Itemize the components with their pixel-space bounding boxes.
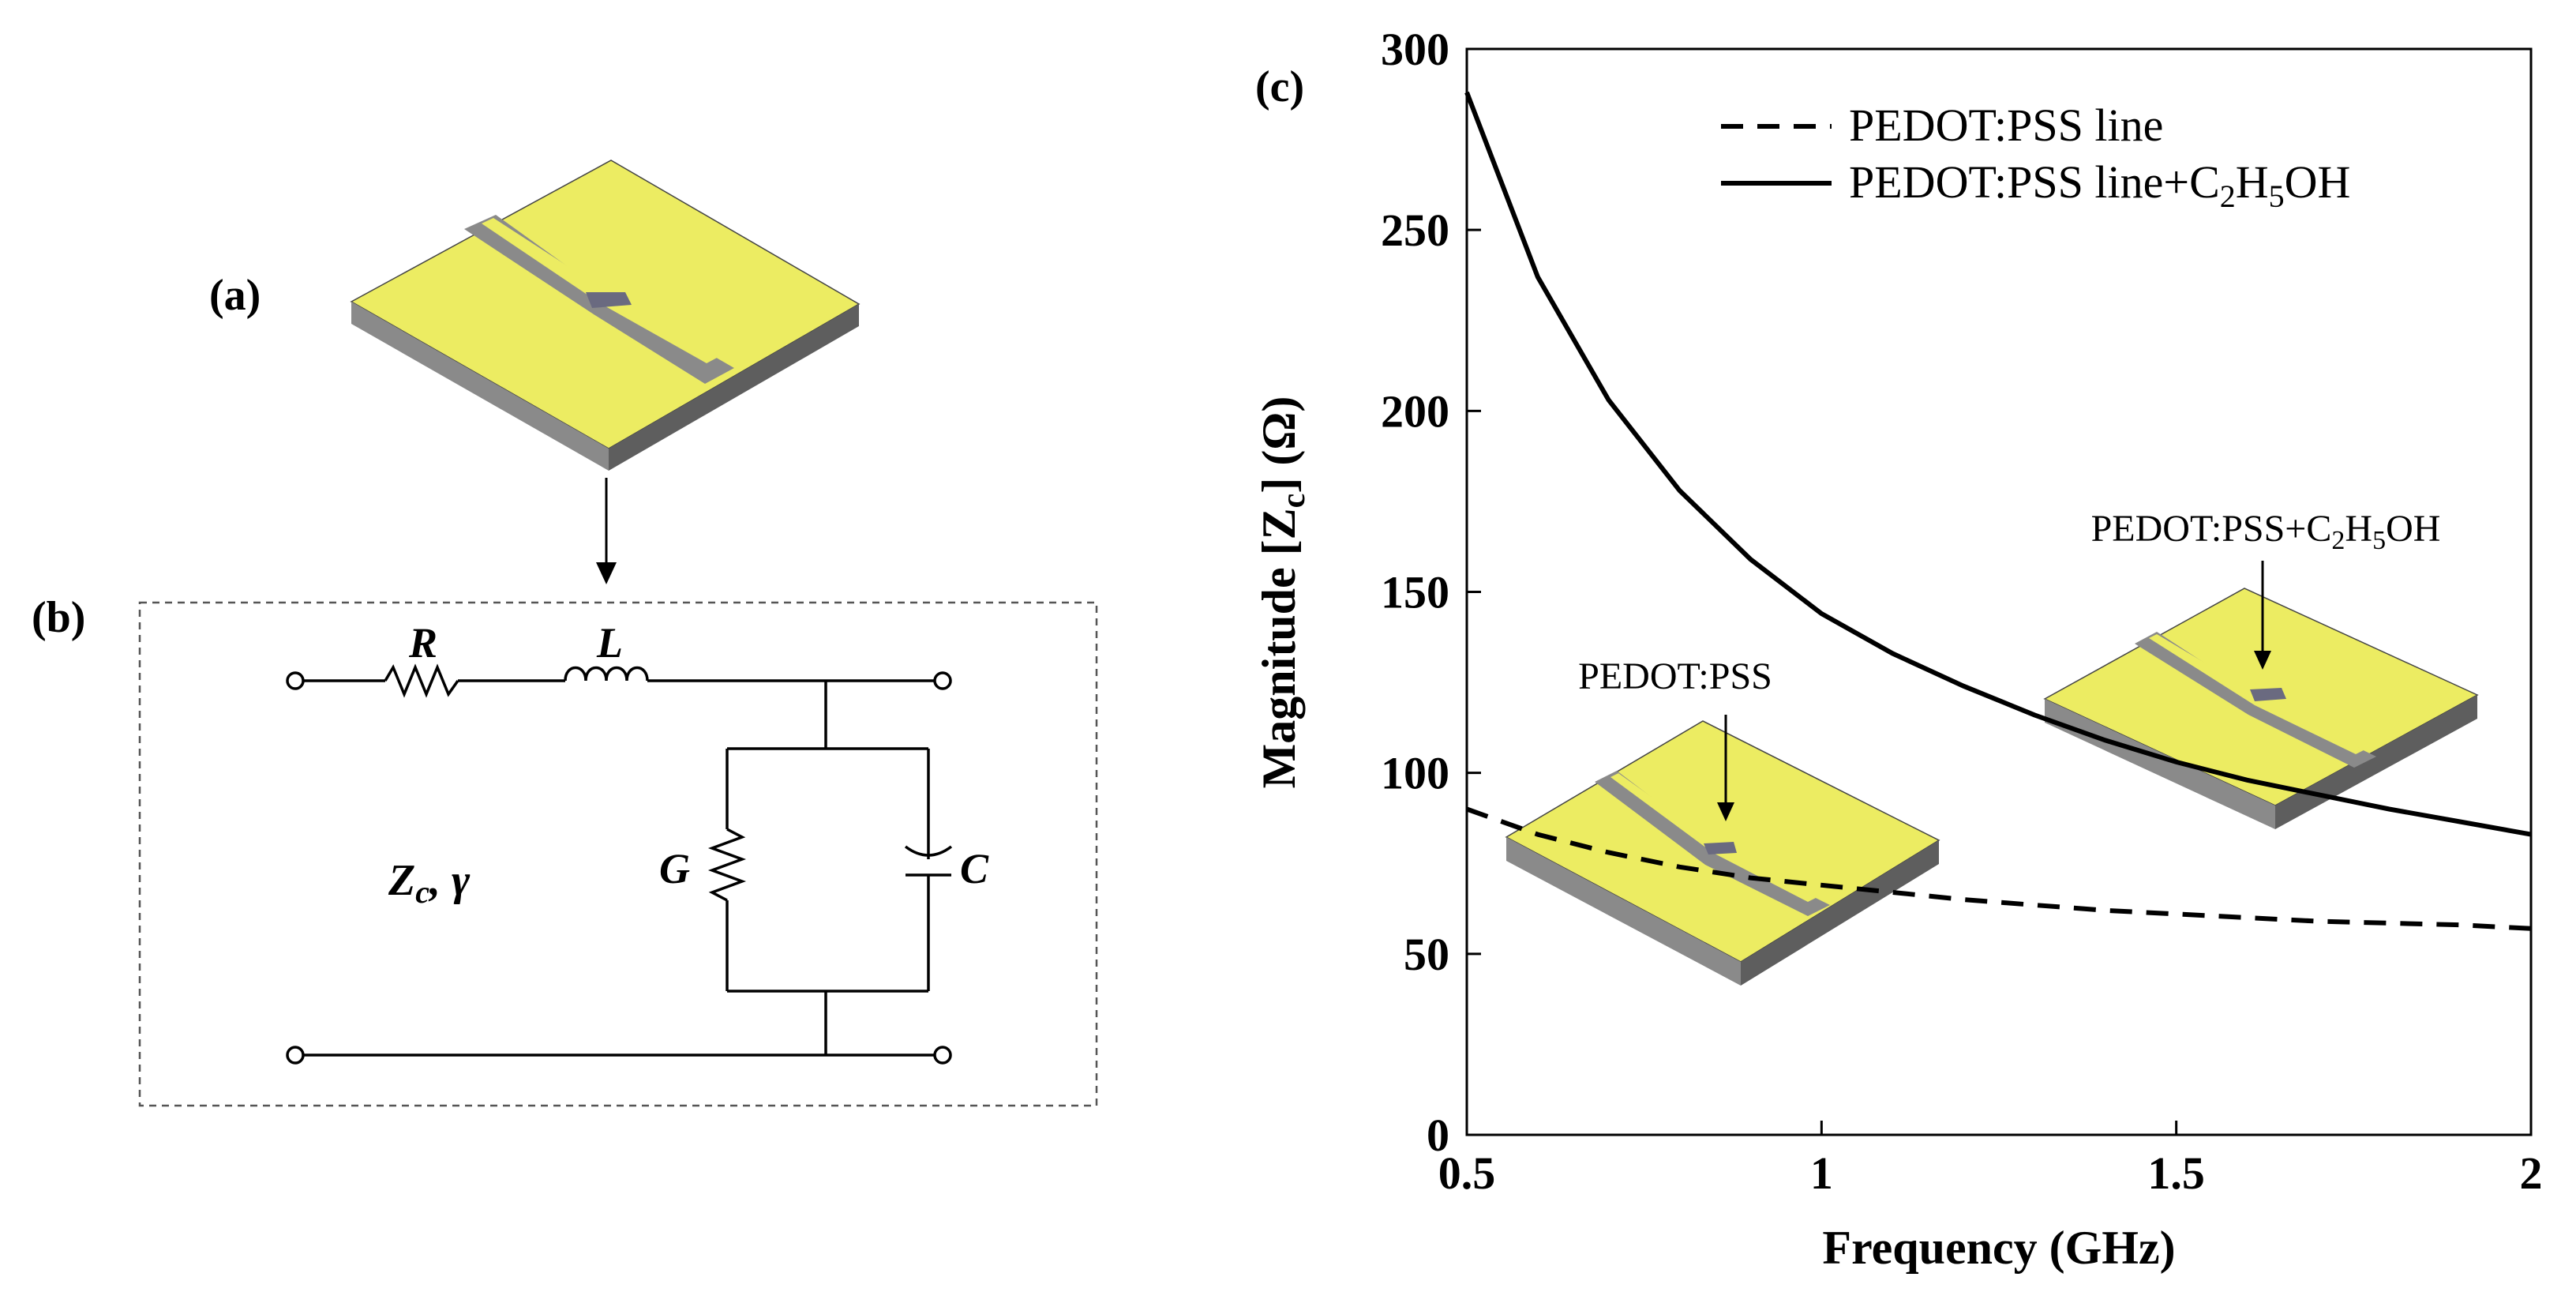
inset-arrow-pedot	[1717, 715, 1734, 821]
resistor-label: R	[408, 619, 437, 667]
x-tick-label: 1.5	[2147, 1147, 2205, 1199]
inset-arrow-ethanol	[2254, 561, 2271, 670]
plot-frame	[1465, 47, 2533, 1136]
pedot-patch	[586, 292, 632, 308]
legend-label-solid: PEDOT:PSS line+C2H5OH	[1849, 156, 2350, 214]
substrate-left-side	[351, 302, 609, 471]
terminal-top-left	[286, 671, 305, 690]
legend-label-dashed: PEDOT:PSS line	[1849, 100, 2163, 151]
y-tick-label: 50	[1404, 929, 1449, 980]
x-tick-label: 2	[2520, 1147, 2543, 1199]
legend: PEDOT:PSS line PEDOT:PSS line+C2H5OH	[1721, 100, 2350, 214]
y-tick-label: 150	[1381, 567, 1449, 618]
capacitor-label: C	[960, 845, 989, 892]
terminal-bottom-left	[286, 1046, 305, 1065]
equivalent-circuit-box	[138, 601, 1098, 1107]
terminal-bottom-right	[933, 1046, 952, 1065]
y-tick-label: 100	[1381, 748, 1449, 799]
y-axis-title: Magnitude [Zc] (Ω)	[1253, 396, 1312, 789]
y-tick-label: 0	[1427, 1110, 1449, 1161]
device-3d-main	[350, 160, 861, 471]
inset-label-ethanol: PEDOT:PSS+C2H5OH	[2091, 508, 2441, 555]
resistor-symbol	[384, 663, 459, 698]
conductance-label: G	[659, 845, 690, 892]
inset-label-pedot: PEDOT:PSS	[1578, 655, 1772, 697]
y-tick-label: 200	[1381, 385, 1449, 437]
x-tick-label: 1	[1810, 1147, 1833, 1199]
inset-device-pedot	[1505, 720, 1940, 986]
arrow-a-to-b	[596, 478, 617, 584]
line-parameters-label: Zc, γ	[388, 856, 471, 910]
gap-strip	[482, 218, 718, 363]
substrate-right-side	[609, 304, 859, 471]
panel-a-label: (a)	[209, 271, 261, 320]
y-tick-label: 250	[1381, 205, 1449, 256]
inset-device-ethanol	[2043, 588, 2479, 829]
y-axis: 0 50 100 150 200 250 300	[1381, 24, 1481, 1161]
inductor-label: L	[596, 619, 623, 667]
capacitor-plate-top	[904, 845, 953, 857]
equivalent-circuit	[286, 663, 953, 1065]
terminal-top-right	[933, 671, 952, 690]
x-tick-label: 0.5	[1438, 1147, 1496, 1199]
series-pedot-pss-ethanol-line	[1464, 91, 2532, 837]
x-axis-title: Frequency (GHz)	[1822, 1222, 2175, 1274]
panel-b-label: (b)	[32, 593, 85, 642]
series-pedot-pss-line	[1465, 806, 2532, 931]
inductor-symbol	[564, 666, 649, 682]
x-axis: 0.5 1 1.5 2	[1438, 1121, 2543, 1199]
y-tick-label: 300	[1381, 24, 1449, 75]
panel-c-label: (c)	[1255, 62, 1304, 111]
conductance-symbol	[707, 828, 747, 902]
